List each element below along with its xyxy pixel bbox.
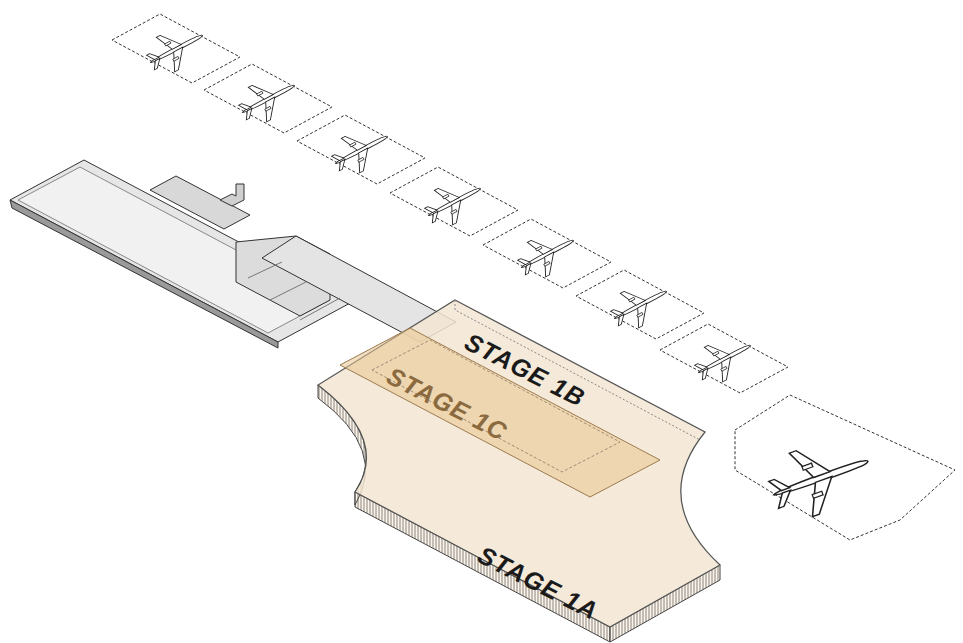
existing-terminal bbox=[10, 160, 456, 348]
aircraft bbox=[141, 18, 879, 527]
aircraft-stands bbox=[112, 14, 955, 540]
stage-volume bbox=[318, 300, 720, 642]
